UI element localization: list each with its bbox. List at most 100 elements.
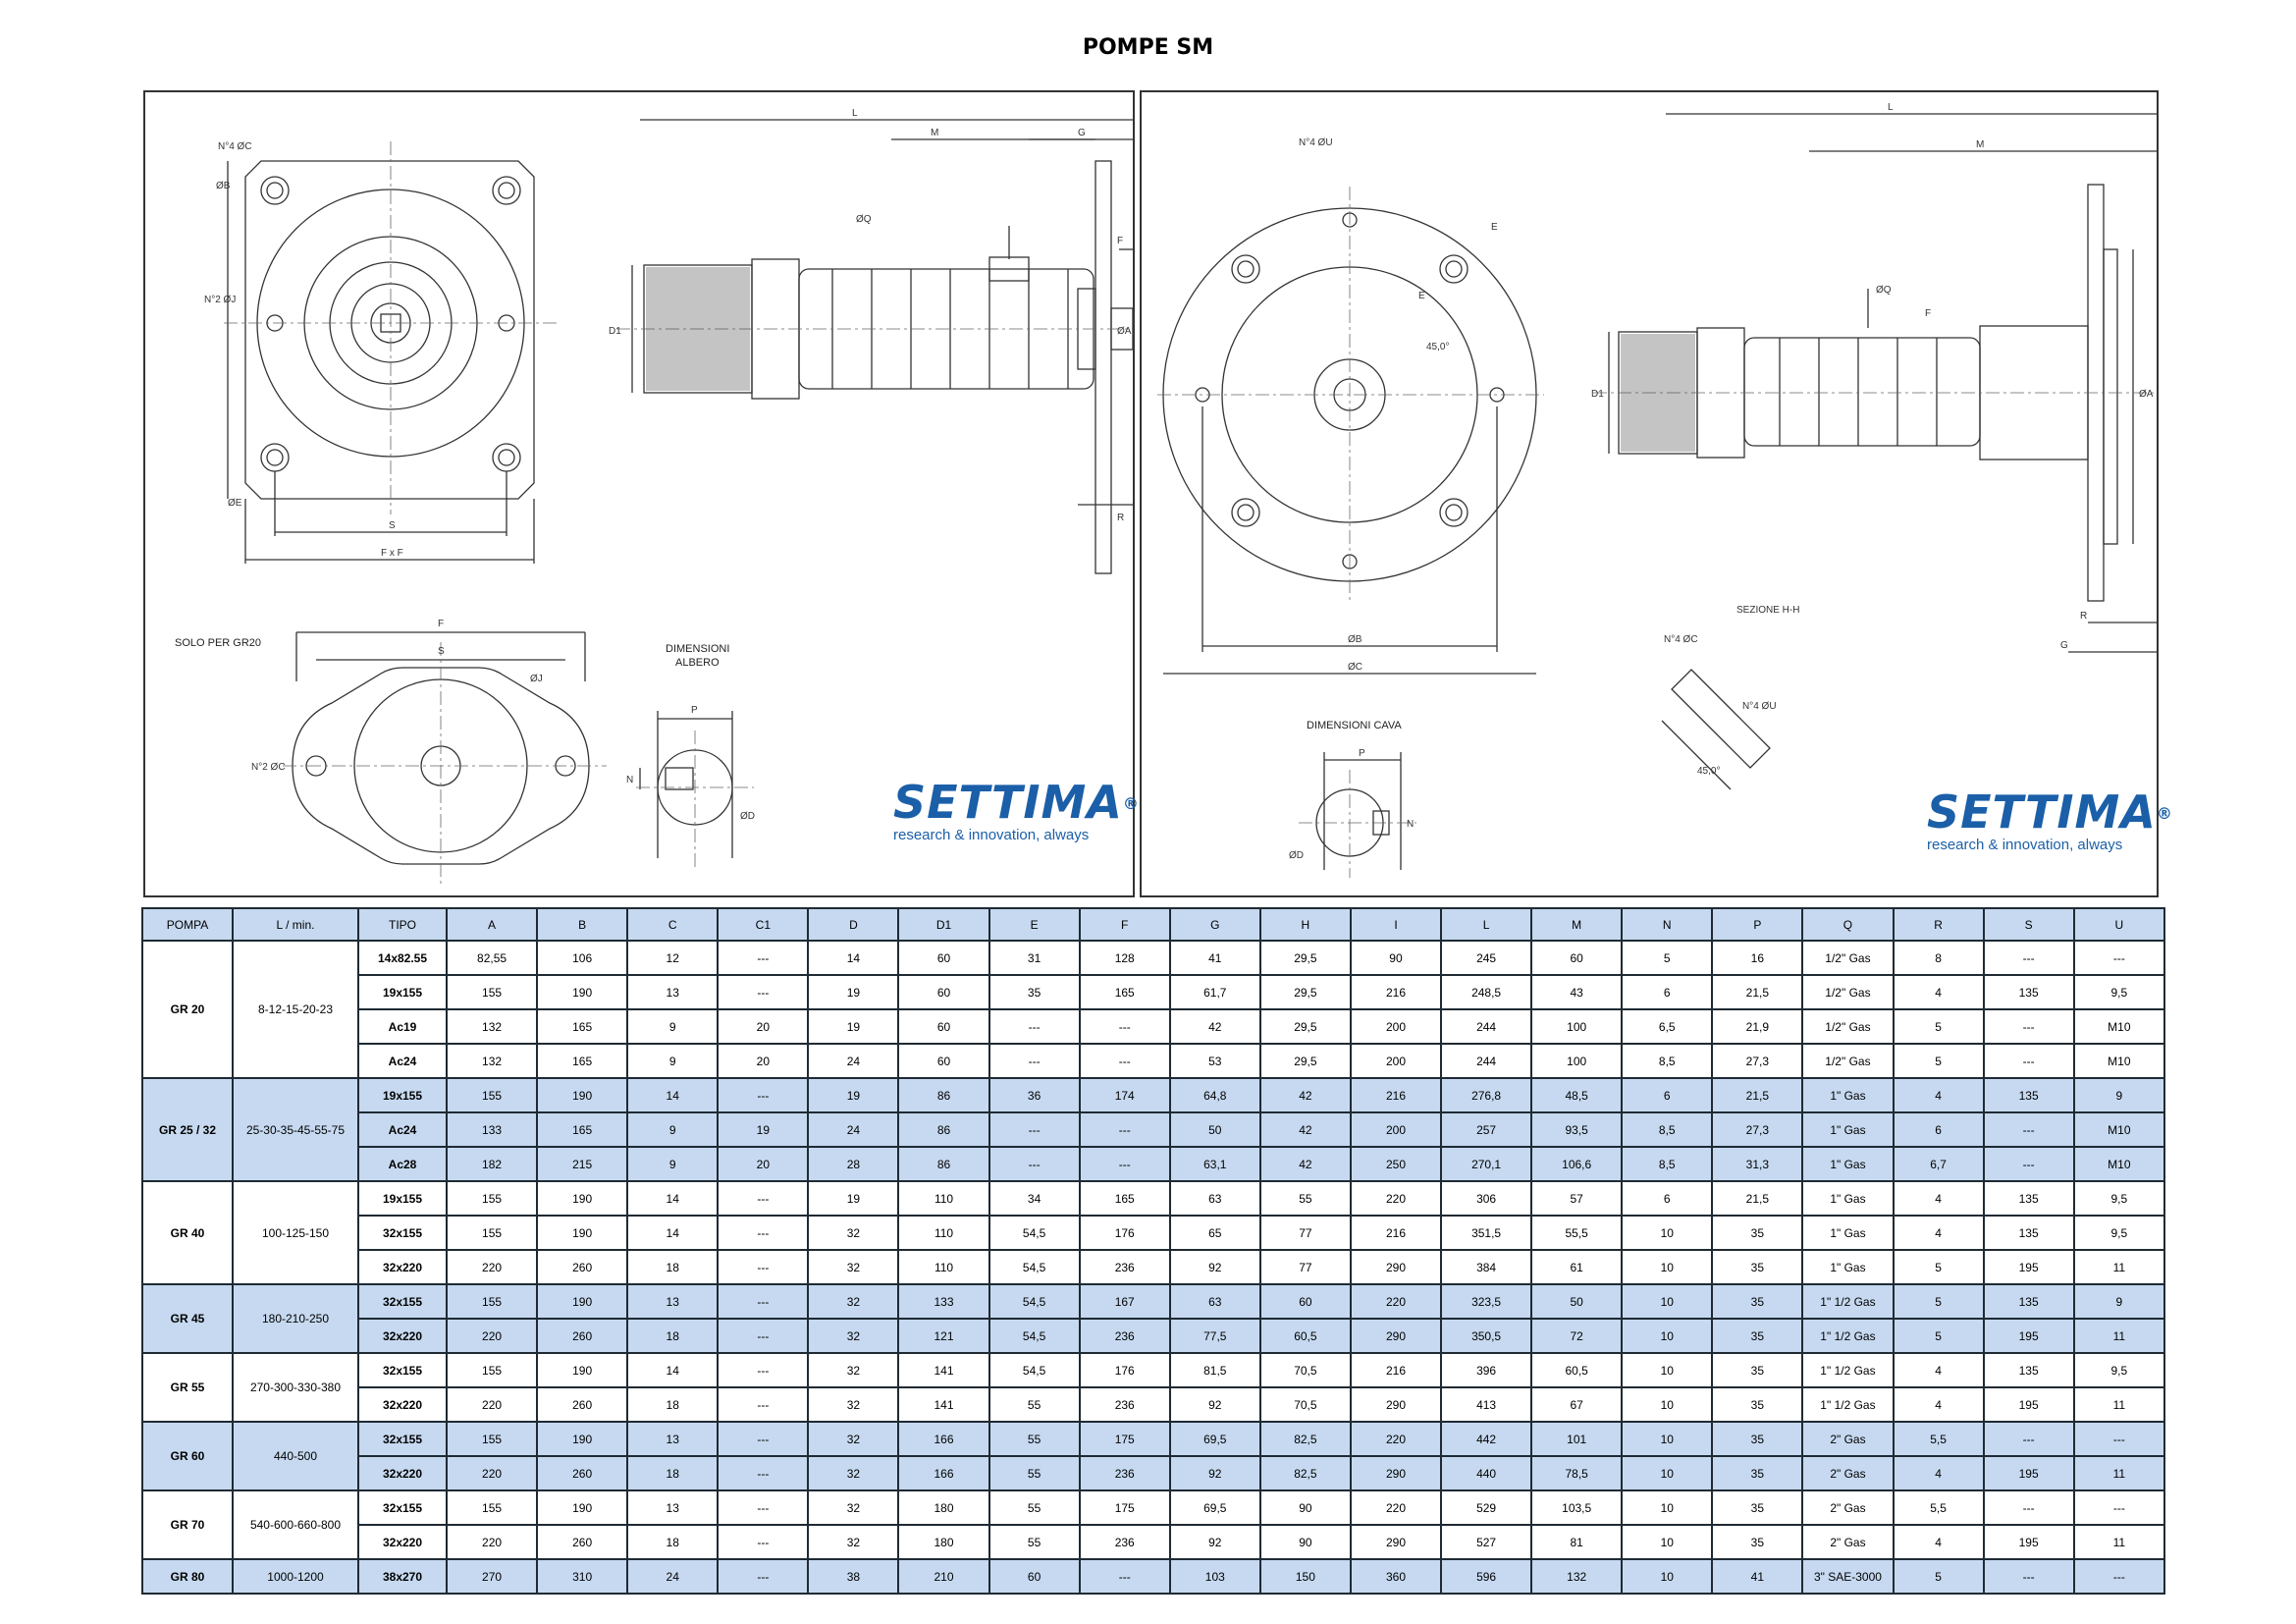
value-cell: 165	[536, 1008, 629, 1045]
value-cell: 50	[1168, 1111, 1261, 1148]
value-cell: 20	[717, 1008, 810, 1045]
value-cell: ---	[1078, 1111, 1171, 1148]
value-cell: 42	[1258, 1111, 1352, 1148]
value-cell: 90	[1349, 940, 1443, 976]
value-cell: 155	[445, 1283, 539, 1320]
value-cell: 55	[988, 1524, 1081, 1560]
value-cell: 18	[626, 1386, 720, 1423]
value-cell: 5	[1892, 1283, 1985, 1320]
value-cell: 82,5	[1258, 1421, 1352, 1457]
value-cell: 270,1	[1440, 1146, 1533, 1182]
value-cell: 176	[1078, 1215, 1171, 1251]
pompa-cell: GR 70	[141, 1489, 234, 1560]
column-header: D	[807, 907, 900, 942]
value-cell: 32	[807, 1455, 900, 1491]
label-f: F	[1117, 236, 1123, 246]
label-dimensioni: DIMENSIONI	[666, 643, 729, 655]
value-cell: 32	[807, 1249, 900, 1285]
tipo-cell: 32x155	[357, 1489, 448, 1526]
value-cell: 9	[2072, 1077, 2166, 1113]
column-header: B	[536, 907, 629, 942]
value-cell: 132	[445, 1008, 539, 1045]
value-cell: 31	[988, 940, 1081, 976]
label-m: M	[931, 128, 938, 138]
pompa-cell: GR 55	[141, 1352, 234, 1423]
value-cell: 86	[897, 1111, 990, 1148]
value-cell: 19	[807, 1180, 900, 1217]
value-cell: 155	[445, 1489, 539, 1526]
value-cell: 54,5	[988, 1215, 1081, 1251]
value-cell: 35	[1711, 1249, 1804, 1285]
value-cell: M10	[2072, 1146, 2166, 1182]
value-cell: 42	[1258, 1146, 1352, 1182]
value-cell: 9	[626, 1146, 720, 1182]
value-cell: 244	[1440, 1008, 1533, 1045]
value-cell: 135	[1982, 1215, 2075, 1251]
value-cell: 132	[445, 1043, 539, 1079]
value-cell: 11	[2072, 1524, 2166, 1560]
value-cell: 165	[536, 1111, 629, 1148]
value-cell: 413	[1440, 1386, 1533, 1423]
tipo-cell: 32x220	[357, 1386, 448, 1423]
value-cell: 4	[1892, 1455, 1985, 1491]
tipo-cell: 38x270	[357, 1558, 448, 1595]
value-cell: M10	[2072, 1043, 2166, 1079]
value-cell: 190	[536, 1283, 629, 1320]
value-cell: 1" 1/2 Gas	[1801, 1283, 1895, 1320]
value-cell: 220	[1349, 1489, 1443, 1526]
value-cell: 4	[1892, 1352, 1985, 1388]
value-cell: 5	[1621, 940, 1714, 976]
left-technical-drawing: N°4 ØC ØB N°2 ØJ ØE S F x F L M G ØQ F D…	[175, 108, 1133, 888]
value-cell: 82,55	[445, 940, 539, 976]
value-cell: 18	[626, 1318, 720, 1354]
lmin-cell: 180-210-250	[232, 1283, 359, 1354]
label-c: ØC	[1348, 662, 1362, 673]
label-j2: ØJ	[530, 674, 543, 684]
value-cell: M10	[2072, 1008, 2166, 1045]
value-cell: 110	[897, 1249, 990, 1285]
pompa-cell: GR 45	[141, 1283, 234, 1354]
label-q: ØQ	[856, 214, 872, 225]
value-cell: 155	[445, 1215, 539, 1251]
column-header: U	[2072, 907, 2166, 942]
value-cell: 1" 1/2 Gas	[1801, 1386, 1895, 1423]
value-cell: 216	[1349, 1077, 1443, 1113]
value-cell: 10	[1621, 1524, 1714, 1560]
value-cell: ---	[1982, 1043, 2075, 1079]
value-cell: ---	[717, 1249, 810, 1285]
value-cell: 29,5	[1258, 974, 1352, 1010]
value-cell: 396	[1440, 1352, 1533, 1388]
value-cell: ---	[717, 974, 810, 1010]
value-cell: 78,5	[1530, 1455, 1624, 1491]
tipo-cell: 19x155	[357, 974, 448, 1010]
value-cell: ---	[988, 1008, 1081, 1045]
value-cell: 2" Gas	[1801, 1524, 1895, 1560]
label-e1: ØE	[228, 498, 242, 509]
value-cell: 190	[536, 1180, 629, 1217]
value-cell: 32	[807, 1421, 900, 1457]
settima-logo-right: SETTIMA® research & innovation, always	[1927, 789, 2173, 853]
value-cell: 165	[1078, 974, 1171, 1010]
value-cell: 200	[1349, 1008, 1443, 1045]
value-cell: 195	[1982, 1249, 2075, 1285]
value-cell: 2" Gas	[1801, 1489, 1895, 1526]
value-cell: 54,5	[988, 1283, 1081, 1320]
value-cell: 5,5	[1892, 1421, 1985, 1457]
tipo-cell: 32x220	[357, 1318, 448, 1354]
value-cell: ---	[717, 1489, 810, 1526]
value-cell: 35	[1711, 1283, 1804, 1320]
value-cell: 10	[1621, 1489, 1714, 1526]
column-header: L	[1440, 907, 1533, 942]
value-cell: 276,8	[1440, 1077, 1533, 1113]
value-cell: 1" 1/2 Gas	[1801, 1318, 1895, 1354]
value-cell: 63	[1168, 1283, 1261, 1320]
label-fxf: F x F	[381, 548, 403, 559]
tipo-cell: 19x155	[357, 1077, 448, 1113]
